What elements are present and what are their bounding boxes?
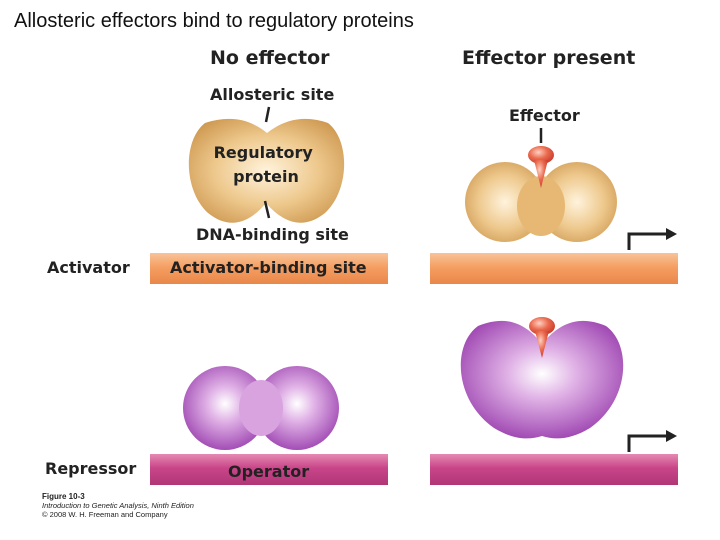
caption: Figure 10-3 Introduction to Genetic Anal… [42, 492, 194, 519]
repressor-dna-right [430, 454, 678, 485]
activator-protein-inactive [188, 118, 345, 223]
caption-copyright: © 2008 W. H. Freeman and Company [42, 510, 168, 519]
activator-dna-right [430, 253, 678, 284]
pointer-allosteric-site [264, 106, 271, 123]
repressor-protein-bound [183, 366, 339, 450]
label-operator: Operator [228, 462, 309, 481]
effector-molecule-repressor [529, 317, 555, 358]
label-activator-binding-site: Activator-binding site [170, 258, 367, 277]
slide-title: Allosteric effectors bind to regulatory … [14, 10, 414, 32]
caption-figure-number: Figure 10-3 [42, 492, 85, 501]
label-effector: Effector [509, 106, 580, 125]
transcription-arrow-repressor [627, 430, 677, 452]
repressor-protein-released [460, 320, 624, 439]
header-effector-present: Effector present [462, 47, 635, 69]
transcription-arrow-activator [627, 228, 677, 250]
label-regulatory-protein: Regulatory protein [214, 143, 319, 186]
row-label-activator: Activator [47, 258, 130, 277]
pointer-dna-binding-site [263, 200, 271, 219]
activator-dna-left [150, 253, 388, 284]
label-dna-binding-site: DNA-binding site [196, 225, 349, 244]
header-no-effector: No effector [210, 47, 330, 69]
caption-book: Introduction to Genetic Analysis, Ninth … [42, 501, 194, 510]
repressor-dna-left [150, 454, 388, 485]
activator-protein-active [465, 162, 617, 242]
label-allosteric-site: Allosteric site [210, 85, 334, 104]
row-label-repressor: Repressor [45, 459, 136, 478]
effector-molecule-activator [528, 146, 554, 188]
